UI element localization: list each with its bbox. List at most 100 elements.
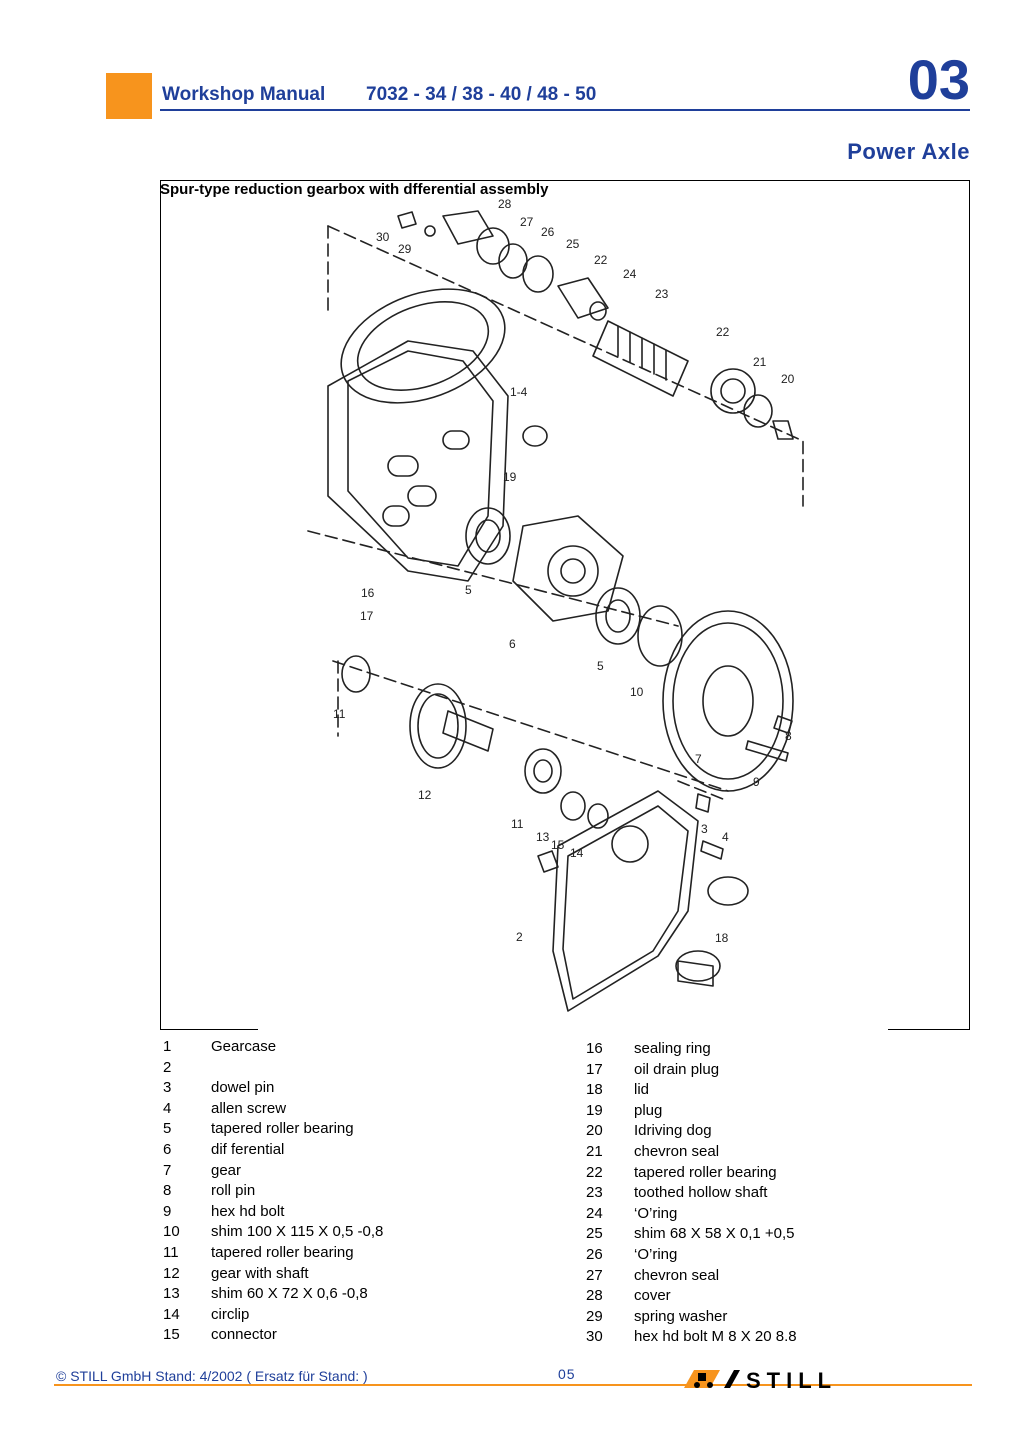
part-description: connector xyxy=(211,1326,277,1344)
still-logo: STILL xyxy=(684,1368,837,1392)
svg-text:4: 4 xyxy=(722,830,729,844)
part-row: 10 shim 100 X 115 X 0,5 -0,8 xyxy=(163,1222,503,1243)
figure-caption: Spur-type reduction gearbox with dfferen… xyxy=(160,181,549,198)
part-description: ‘O’ring xyxy=(634,1245,678,1263)
svg-text:22: 22 xyxy=(716,325,730,339)
part-row: 27 chevron seal xyxy=(586,1266,906,1287)
part-number: 11 xyxy=(163,1243,179,1261)
part-description: chevron seal xyxy=(634,1142,720,1160)
part-description: shim 60 X 72 X 0,6 -0,8 xyxy=(211,1285,368,1303)
svg-text:12: 12 xyxy=(418,788,432,802)
part-description: plug xyxy=(634,1101,663,1119)
svg-text:1-4: 1-4 xyxy=(510,385,528,399)
part-number: 28 xyxy=(586,1287,603,1305)
part-description: circlip xyxy=(211,1305,250,1323)
part-description: shim 68 X 58 X 0,1 +0,5 xyxy=(634,1225,795,1243)
part-number: 13 xyxy=(163,1285,180,1303)
svg-text:5: 5 xyxy=(597,659,604,673)
svg-text:13: 13 xyxy=(536,830,550,844)
part-description: chevron seal xyxy=(634,1266,720,1284)
svg-text:11: 11 xyxy=(511,817,524,831)
part-description: spring washer xyxy=(634,1307,728,1325)
section-title: Power Axle xyxy=(847,139,970,164)
part-description: Gearcase xyxy=(211,1038,277,1055)
part-description: gear with shaft xyxy=(211,1264,309,1282)
part-description: allen screw xyxy=(211,1099,287,1117)
part-description: tapered roller bearing xyxy=(211,1243,354,1261)
part-number: 7 xyxy=(163,1161,172,1179)
part-description: tapered roller bearing xyxy=(634,1163,777,1181)
chapter-number: 03 xyxy=(907,48,970,111)
part-row: 29 spring washer xyxy=(586,1307,906,1328)
page-number: 05 xyxy=(558,1366,576,1382)
part-description: toothed hollow shaft xyxy=(634,1184,768,1202)
svg-text:24: 24 xyxy=(623,267,637,281)
part-number: 10 xyxy=(163,1223,180,1241)
part-row: 11 tapered roller bearing xyxy=(163,1243,503,1264)
part-description: gear xyxy=(211,1161,242,1179)
part-description: oil drain plug xyxy=(634,1060,720,1078)
part-description: sealing ring xyxy=(634,1040,711,1057)
svg-text:25: 25 xyxy=(566,237,580,251)
manual-title: Workshop Manual xyxy=(162,84,326,105)
part-number: 4 xyxy=(163,1099,172,1117)
part-number: 29 xyxy=(586,1307,603,1325)
part-number: 5 xyxy=(163,1120,172,1138)
svg-text:18: 18 xyxy=(715,931,729,945)
part-number: 20 xyxy=(586,1122,603,1140)
part-number: 21 xyxy=(586,1142,603,1160)
svg-text:16: 16 xyxy=(361,586,375,600)
part-row: 16 sealing ring xyxy=(586,1039,906,1060)
svg-text:17: 17 xyxy=(360,609,374,623)
svg-text:STILL: STILL xyxy=(746,1368,837,1392)
part-number: 27 xyxy=(586,1266,603,1284)
svg-text:3: 3 xyxy=(701,822,708,836)
svg-text:14: 14 xyxy=(570,846,584,860)
model-range: 7032 - 34 / 38 - 40 / 48 - 50 xyxy=(366,84,597,105)
svg-text:19: 19 xyxy=(503,470,517,484)
part-number: 9 xyxy=(163,1202,172,1220)
part-number: 24 xyxy=(586,1204,603,1222)
svg-text:30: 30 xyxy=(376,230,390,244)
svg-text:20: 20 xyxy=(781,372,795,386)
part-row: 24‘O’ring xyxy=(586,1204,906,1225)
svg-text:11: 11 xyxy=(333,707,346,721)
part-number: 19 xyxy=(586,1101,603,1119)
part-number: 1 xyxy=(163,1038,172,1055)
part-row: 7 gear xyxy=(163,1161,503,1182)
part-description: lid xyxy=(634,1081,650,1099)
part-number: 16 xyxy=(586,1040,603,1057)
part-description: Idriving dog xyxy=(634,1122,712,1140)
part-row: 22 tapered roller bearing xyxy=(586,1163,906,1184)
part-description: shim 100 X 115 X 0,5 -0,8 xyxy=(211,1223,384,1241)
part-number: 26 xyxy=(586,1245,603,1263)
part-description: dif ferential xyxy=(211,1140,285,1158)
svg-text:28: 28 xyxy=(498,197,512,211)
svg-text:27: 27 xyxy=(520,215,534,229)
part-description: cover xyxy=(634,1287,671,1305)
svg-text:5: 5 xyxy=(465,583,472,597)
part-row: 28 cover xyxy=(586,1286,906,1307)
svg-text:9: 9 xyxy=(753,775,760,789)
part-row: 26 ‘O’ring xyxy=(586,1245,906,1266)
svg-text:8: 8 xyxy=(785,729,792,743)
svg-text:22: 22 xyxy=(594,253,608,267)
part-number: 3 xyxy=(163,1079,172,1097)
part-number: 22 xyxy=(586,1163,603,1181)
part-number: 8 xyxy=(163,1182,172,1200)
part-row: 19 plug xyxy=(586,1101,906,1122)
svg-text:2: 2 xyxy=(516,930,523,944)
svg-text:10: 10 xyxy=(630,685,644,699)
